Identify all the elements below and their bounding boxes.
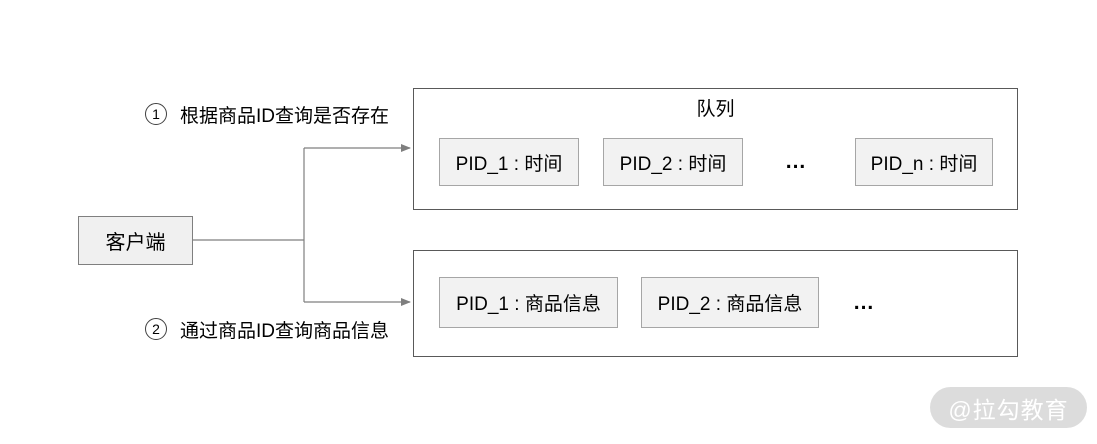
lagou-watermark: @拉勾教育 — [930, 387, 1087, 428]
info-item-pid1-product: PID_1 : 商品信息 — [439, 277, 618, 328]
product-info-container: PID_1 : 商品信息 PID_2 : 商品信息 ... — [413, 250, 1018, 357]
step-1-label: 根据商品ID查询是否存在 — [180, 105, 390, 127]
queue-ellipsis: ... — [785, 150, 807, 173]
step-2-number-badge: 2 — [145, 318, 167, 340]
queue-title: 队列 — [696, 99, 735, 120]
queue-item-pidn-time: PID_n : 时间 — [855, 138, 993, 186]
queue-container: 队列 PID_1 : 时间 PID_2 : 时间 ... PID_n : 时间 — [413, 88, 1018, 210]
info-item-pid2-product: PID_2 : 商品信息 — [641, 277, 819, 328]
queue-item-pid1-time: PID_1 : 时间 — [439, 138, 579, 186]
step-1-annotation: 1 根据商品ID查询是否存在 — [145, 102, 390, 127]
client-node: 客户端 — [78, 216, 193, 265]
step-1-number-badge: 1 — [145, 103, 167, 125]
info-ellipsis: ... — [853, 290, 875, 314]
step-2-label: 通过商品ID查询商品信息 — [180, 320, 390, 342]
step-2-annotation: 2 通过商品ID查询商品信息 — [145, 317, 390, 342]
queue-item-pid2-time: PID_2 : 时间 — [603, 138, 743, 186]
